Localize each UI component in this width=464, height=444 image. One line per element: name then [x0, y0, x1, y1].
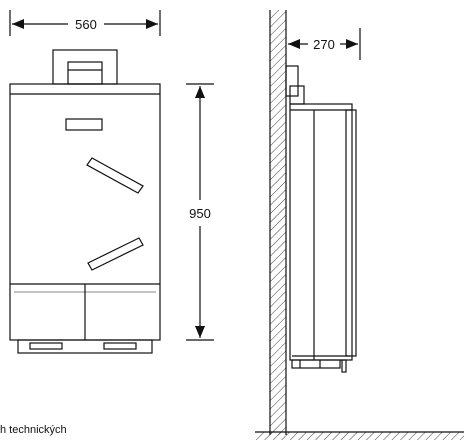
- caption-text: h technických: [0, 424, 67, 436]
- wall-hatch: [270, 10, 286, 435]
- depth-label: 270: [313, 37, 335, 52]
- display-window: [65, 118, 103, 131]
- bottom-base: [17, 339, 153, 354]
- side-view: [255, 10, 464, 440]
- vent-slot-upper: [86, 157, 144, 194]
- vent-slot-lower: [87, 237, 144, 271]
- depth-dimension: [288, 28, 361, 60]
- height-label: 950: [189, 206, 211, 221]
- front-view: [9, 10, 214, 354]
- floor-hatch: [255, 432, 464, 440]
- height-dimension: [186, 83, 214, 341]
- width-label: 560: [75, 17, 97, 32]
- boiler-side-body: [289, 103, 357, 373]
- width-dimension: [9, 10, 161, 36]
- flue-connector: [52, 49, 118, 85]
- side-flue-bracket: [285, 65, 305, 105]
